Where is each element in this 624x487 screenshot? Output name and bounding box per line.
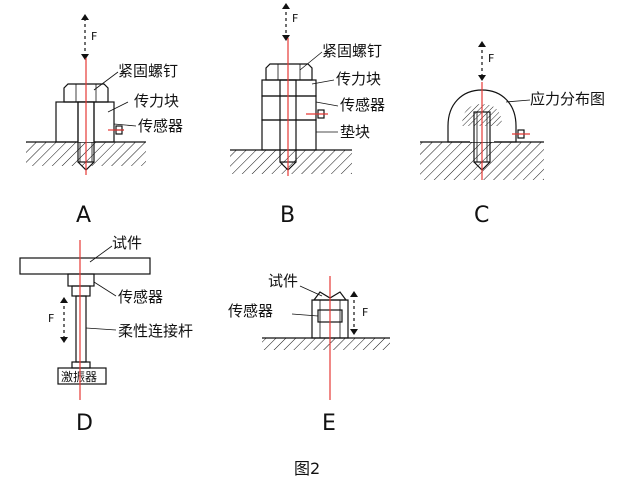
shaker-d bbox=[57, 361, 107, 385]
flexible-rod-d bbox=[75, 295, 87, 363]
label-b-sensor: 传感器 bbox=[340, 96, 385, 114]
sensor-d bbox=[67, 273, 95, 297]
force-label-b: F bbox=[292, 12, 298, 25]
panel-letter-b: B bbox=[280, 203, 295, 228]
force-block-b bbox=[261, 79, 317, 97]
screw-head-b bbox=[265, 63, 313, 81]
force-arrow-a: F bbox=[81, 14, 97, 60]
panel-d: 激振器 F 试件 传感器 柔性连接杆 D bbox=[19, 234, 193, 436]
label-b-block: 传力块 bbox=[336, 70, 381, 88]
force-label-d: F bbox=[48, 312, 54, 325]
panel-letter-a: A bbox=[76, 203, 91, 228]
label-c-stress: 应力分布图 bbox=[530, 90, 605, 108]
pad-block-b bbox=[261, 119, 317, 151]
panel-letter-d: D bbox=[76, 411, 93, 436]
panel-letter-e: E bbox=[322, 411, 336, 436]
label-e-specimen: 试件 bbox=[268, 272, 298, 290]
specimen-e bbox=[312, 291, 348, 301]
ground-e bbox=[262, 337, 390, 350]
label-d-specimen: 试件 bbox=[112, 234, 142, 252]
label-b-pad: 垫块 bbox=[340, 123, 370, 141]
label-a-screw: 紧固螺钉 bbox=[118, 62, 178, 80]
label-d-rod: 柔性连接杆 bbox=[118, 322, 193, 340]
label-a-block: 传力块 bbox=[134, 92, 179, 110]
force-label-a: F bbox=[91, 30, 97, 43]
sensor-ring-a bbox=[55, 101, 115, 143]
panel-c: F 应力分布图 C bbox=[420, 41, 605, 228]
panel-e: F 试件 传感器 E bbox=[228, 272, 390, 436]
force-arrow-c: F bbox=[478, 41, 494, 81]
label-d-sensor: 传感器 bbox=[118, 288, 163, 306]
label-e-sensor: 传感器 bbox=[228, 302, 273, 320]
label-d-shaker: 激振器 bbox=[61, 370, 97, 384]
force-arrow-e: F bbox=[350, 291, 368, 335]
label-b-screw: 紧固螺钉 bbox=[322, 42, 382, 60]
panel-a: F 紧固螺 bbox=[26, 14, 183, 228]
specimen-plate-d bbox=[19, 257, 151, 275]
panel-letter-c: C bbox=[474, 203, 489, 228]
force-arrow-d: F bbox=[48, 297, 68, 343]
panel-b: F 紧固螺钉 传力块 bbox=[230, 3, 385, 228]
force-arrow-b: F bbox=[282, 3, 298, 41]
force-label-c: F bbox=[488, 52, 494, 65]
screw-head-a bbox=[63, 83, 109, 103]
label-a-sensor: 传感器 bbox=[138, 117, 183, 135]
figure-caption: 图2 bbox=[294, 459, 320, 478]
sensor-b bbox=[261, 95, 317, 121]
force-label-e: F bbox=[362, 306, 368, 319]
